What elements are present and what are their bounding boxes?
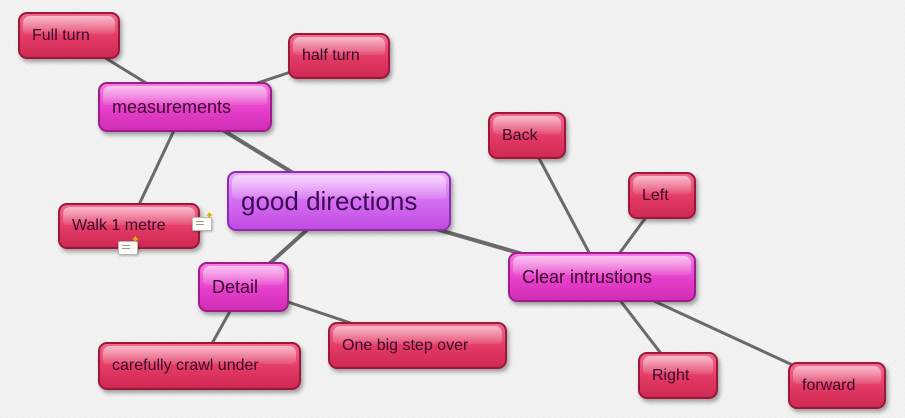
node-label: forward xyxy=(802,376,856,394)
node-label: Full turn xyxy=(32,26,90,44)
node-label: Walk 1 metre xyxy=(72,217,166,234)
node-label: carefully crawl under xyxy=(112,357,259,374)
note-icon[interactable] xyxy=(192,211,214,231)
node-forward[interactable]: forward xyxy=(788,362,886,409)
node-label: Left xyxy=(642,186,669,204)
node-full-turn[interactable]: Full turn xyxy=(18,12,120,59)
node-label: Detail xyxy=(212,276,259,297)
node-label: measurements xyxy=(112,96,232,117)
node-label: Clear intrustions xyxy=(522,266,653,287)
node-detail[interactable]: Detail xyxy=(198,262,289,312)
node-carefully-crawl-under[interactable]: carefully crawl under xyxy=(98,342,301,390)
node-half-turn[interactable]: half turn xyxy=(288,33,390,79)
node-back[interactable]: Back xyxy=(488,112,566,159)
node-good-directions[interactable]: good directions xyxy=(227,171,451,231)
node-label: half turn xyxy=(302,47,360,64)
node-label: Back xyxy=(502,126,538,144)
node-measurements[interactable]: measurements xyxy=(98,82,272,132)
node-label: good directions xyxy=(241,185,418,216)
node-right[interactable]: Right xyxy=(638,352,718,399)
node-label: Right xyxy=(652,366,690,384)
node-label: One big step over xyxy=(342,336,469,354)
node-clear-intrustions[interactable]: Clear intrustions xyxy=(508,252,696,302)
note-icon[interactable] xyxy=(118,235,140,255)
node-left[interactable]: Left xyxy=(628,172,696,219)
node-one-big-step-over[interactable]: One big step over xyxy=(328,322,507,369)
